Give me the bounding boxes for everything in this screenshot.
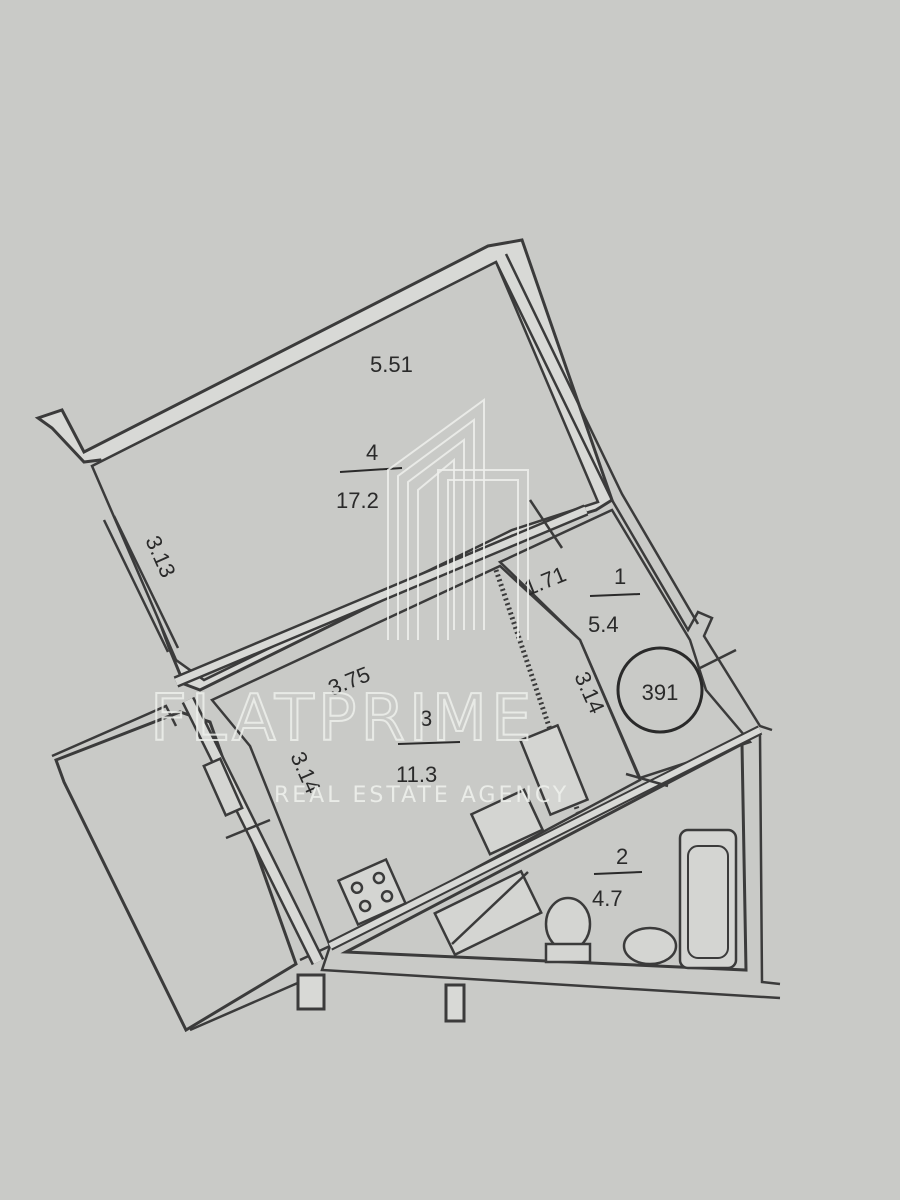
room-3-area: 11.3 [396,762,437,787]
room-2-area: 4.7 [592,886,623,911]
room-1-label: 1 5.4 [588,564,641,637]
washbasin-icon [622,926,678,966]
balcony-wall-top [51,704,178,758]
kitchen-sink [469,788,545,856]
room-1-number: 1 [614,564,626,589]
tick-3 [625,772,669,788]
bathtub-icon [678,828,738,970]
kitchen-cabinet [518,723,590,817]
room-3-floor [210,564,642,948]
room-4-number: 4 [366,440,378,465]
bath-door-icon [433,869,543,957]
apartment-number: 391 [642,680,679,705]
toilet-icon [544,896,592,964]
room-3-number: 3 [420,706,432,731]
pillar-1 [296,973,326,1011]
watermark-logo [387,398,529,640]
outer-wall-right [494,261,773,732]
room-4-area: 17.2 [336,488,379,513]
bathtub-inner [687,845,729,959]
watermark: FLATPRIME REAL ESTATE AGENCY [149,398,569,808]
room-4-window-inner [112,515,180,649]
dim-room4-top: 5.51 [370,352,413,377]
room-3-label: 3 11.3 [396,706,461,787]
kitchen-window [202,757,244,817]
room-1-area: 5.4 [588,612,619,637]
room-2-number: 2 [616,844,628,869]
watermark-tagline: REAL ESTATE AGENCY [274,783,569,808]
room-4-window [102,519,170,653]
balcony-floor [54,710,298,1033]
room-4-label: 4 17.2 [336,440,403,513]
tick-4 [699,648,737,670]
apartment-number-badge: 391 [616,646,704,734]
outer-wall-right-2 [504,253,700,625]
tick-1 [528,499,564,549]
stove-icon [336,857,408,927]
partition-kitchen-bath-fill [328,727,762,949]
pillar-2 [444,983,466,1023]
watermark-brand: FLATPRIME [150,682,535,756]
partition-kitchen-balcony-fill [183,697,323,965]
room-2-label: 2 4.7 [592,844,643,911]
tick-2 [225,818,271,840]
